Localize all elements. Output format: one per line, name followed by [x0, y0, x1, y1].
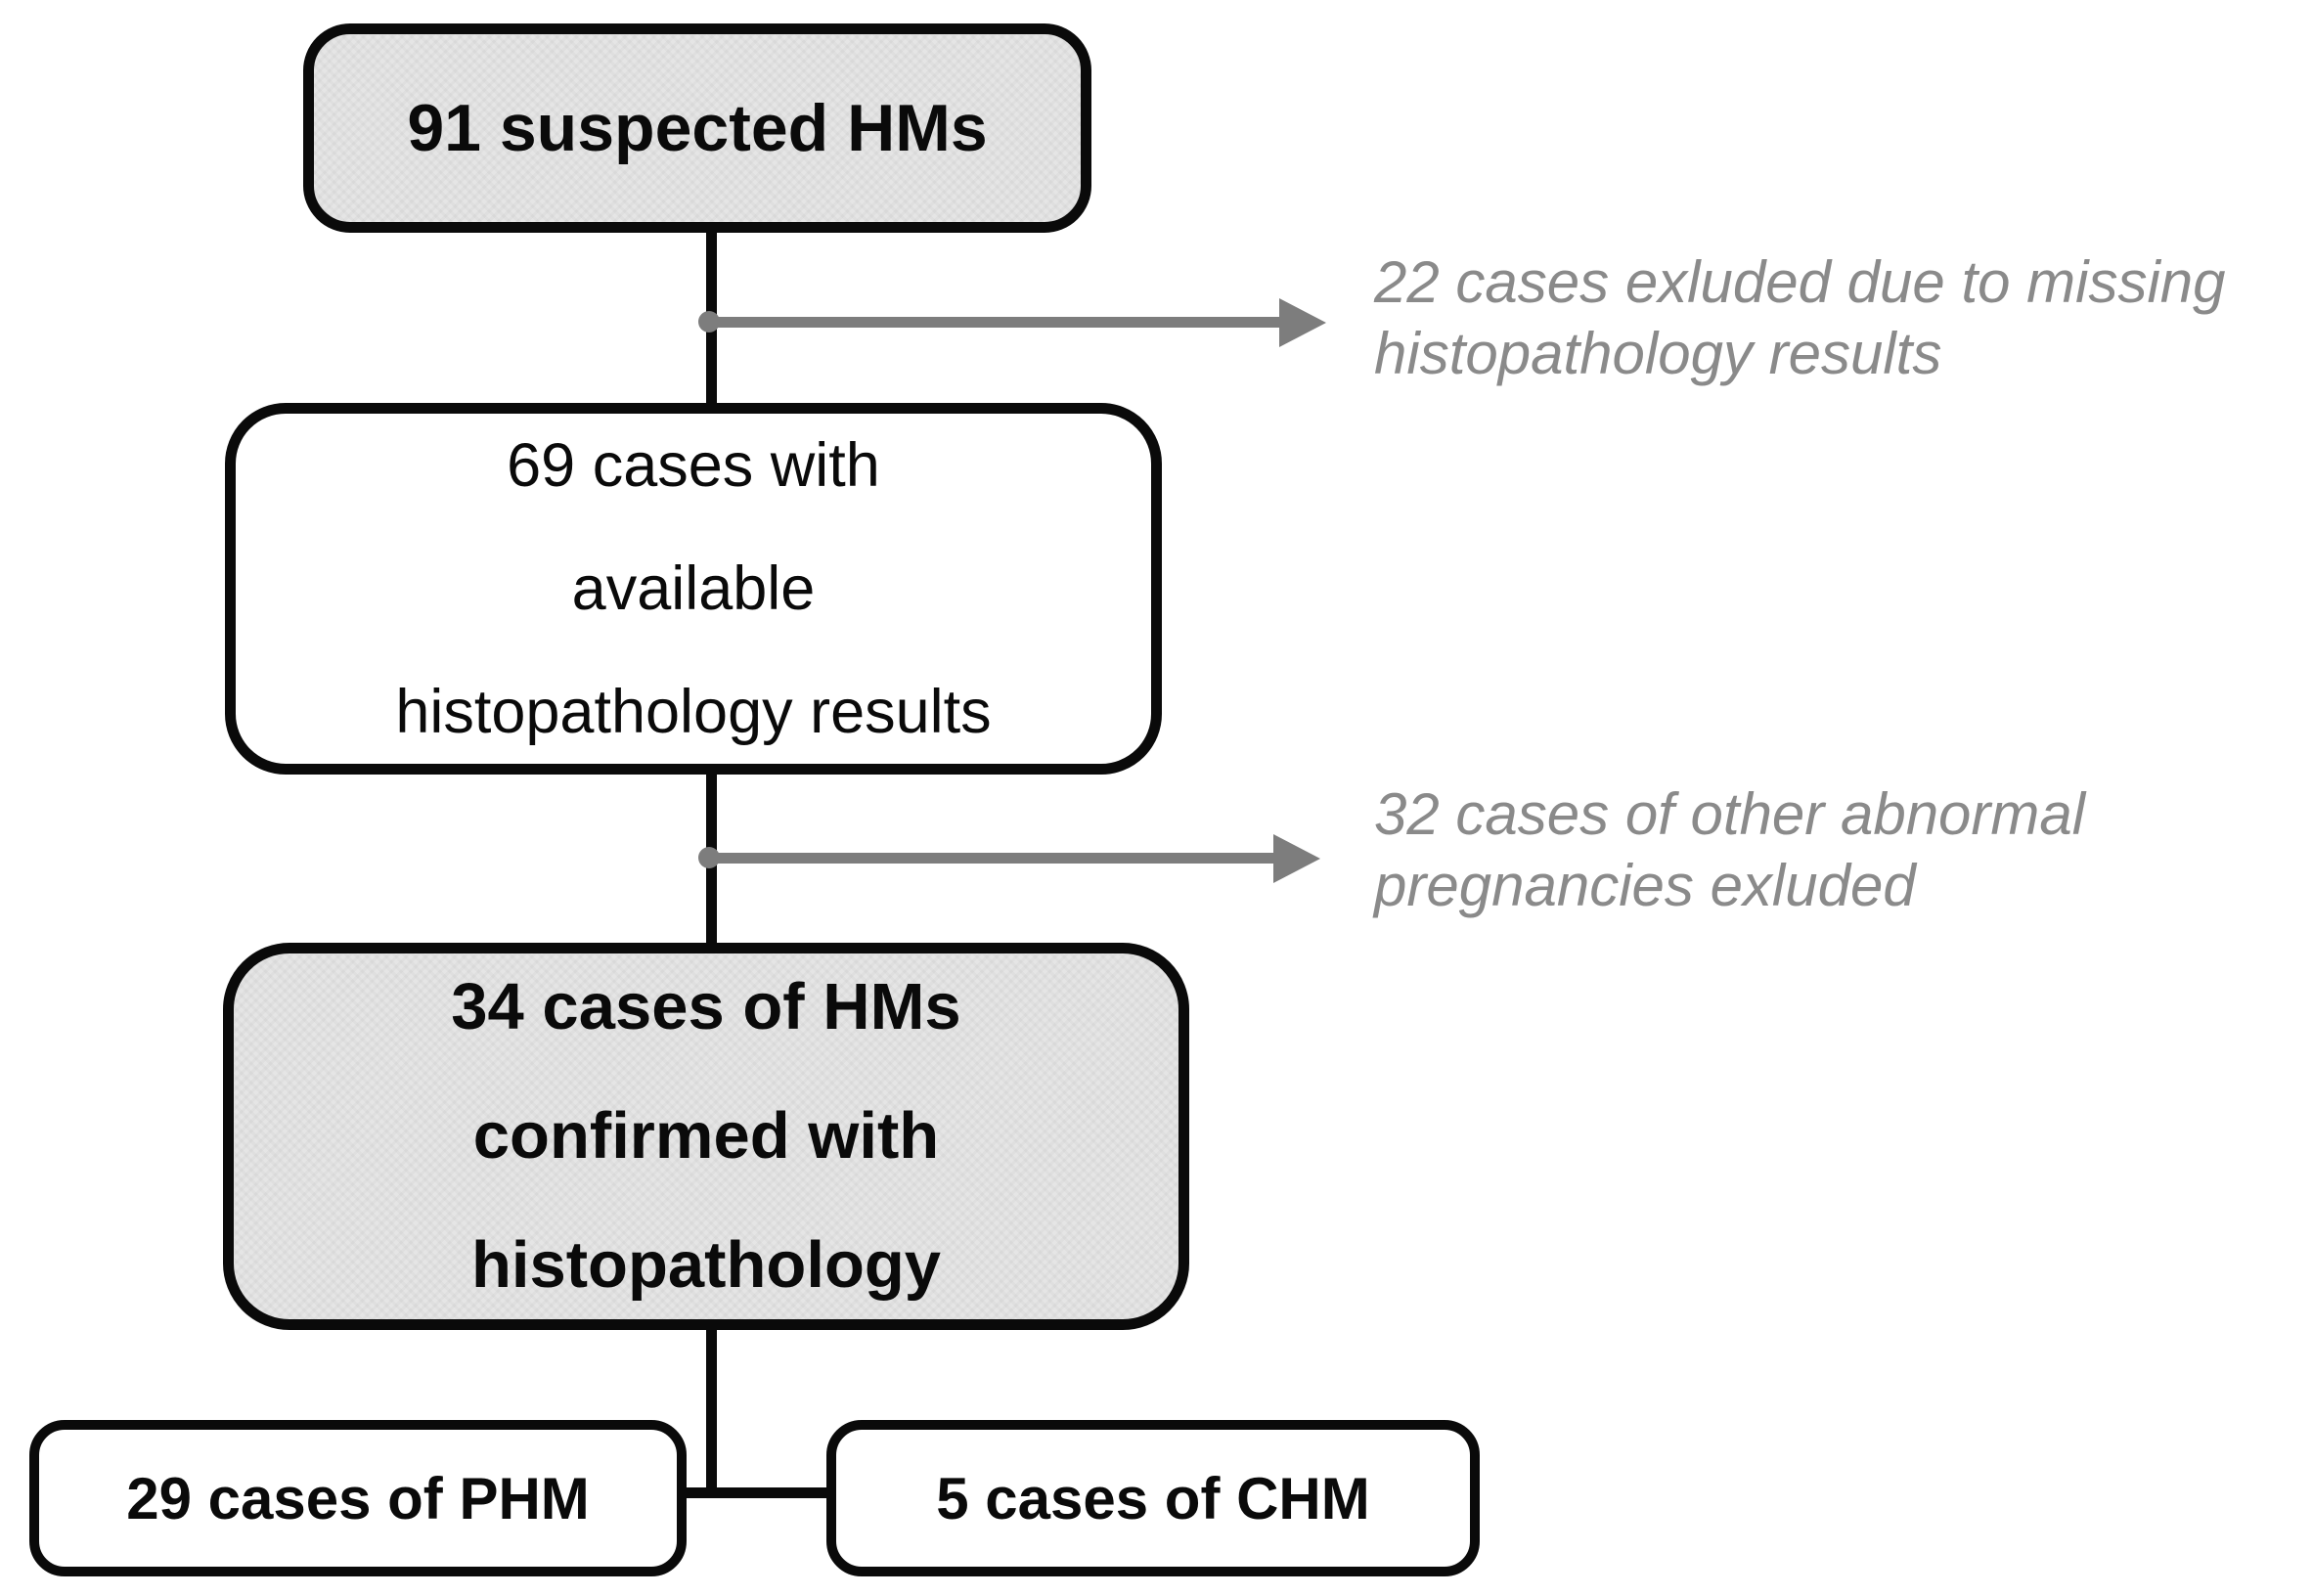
box-confirmed-line: histopathology [470, 1228, 942, 1302]
box-phm-label: 29 cases of PHM [126, 1465, 590, 1531]
arrow-shaft [709, 317, 1286, 328]
box-available-line: histopathology results [395, 678, 992, 746]
annotation-excluded-other: 32 cases of other abnormal pregnancies e… [1374, 778, 2303, 921]
arrow-shaft [709, 853, 1280, 864]
box-confirmed-line: confirmed with [472, 1099, 940, 1173]
box-phm: 29 cases of PHM [29, 1420, 687, 1576]
box-suspected-hms-label: 91 suspected HMs [407, 91, 988, 165]
annotation-line: pregnancies exluded [1374, 853, 1916, 918]
arrow-right-icon [1273, 834, 1320, 883]
box-available-line: 69 cases with [507, 431, 880, 500]
annotation-excluded-missing: 22 cases exluded due to missing histopat… [1374, 246, 2303, 389]
annotation-line: histopathology results [1374, 321, 1942, 386]
box-confirmed-hms: 34 cases of HMs confirmed with histopath… [223, 943, 1189, 1330]
box-chm-label: 5 cases of CHM [936, 1465, 1370, 1531]
box-suspected-hms: 91 suspected HMs [303, 23, 1091, 233]
annotation-line: 22 cases exluded due to missing [1374, 249, 2226, 315]
box-confirmed-line: 34 cases of HMs [451, 970, 961, 1043]
connector-split-horizontal [679, 1487, 833, 1498]
connector-confirmed-to-split [706, 1328, 717, 1494]
box-available-line: available [571, 554, 816, 623]
box-available-histopathology: 69 cases with available histopathology r… [225, 403, 1162, 775]
box-chm: 5 cases of CHM [826, 1420, 1480, 1576]
arrow-right-icon [1279, 298, 1326, 347]
annotation-line: 32 cases of other abnormal [1374, 781, 2086, 847]
